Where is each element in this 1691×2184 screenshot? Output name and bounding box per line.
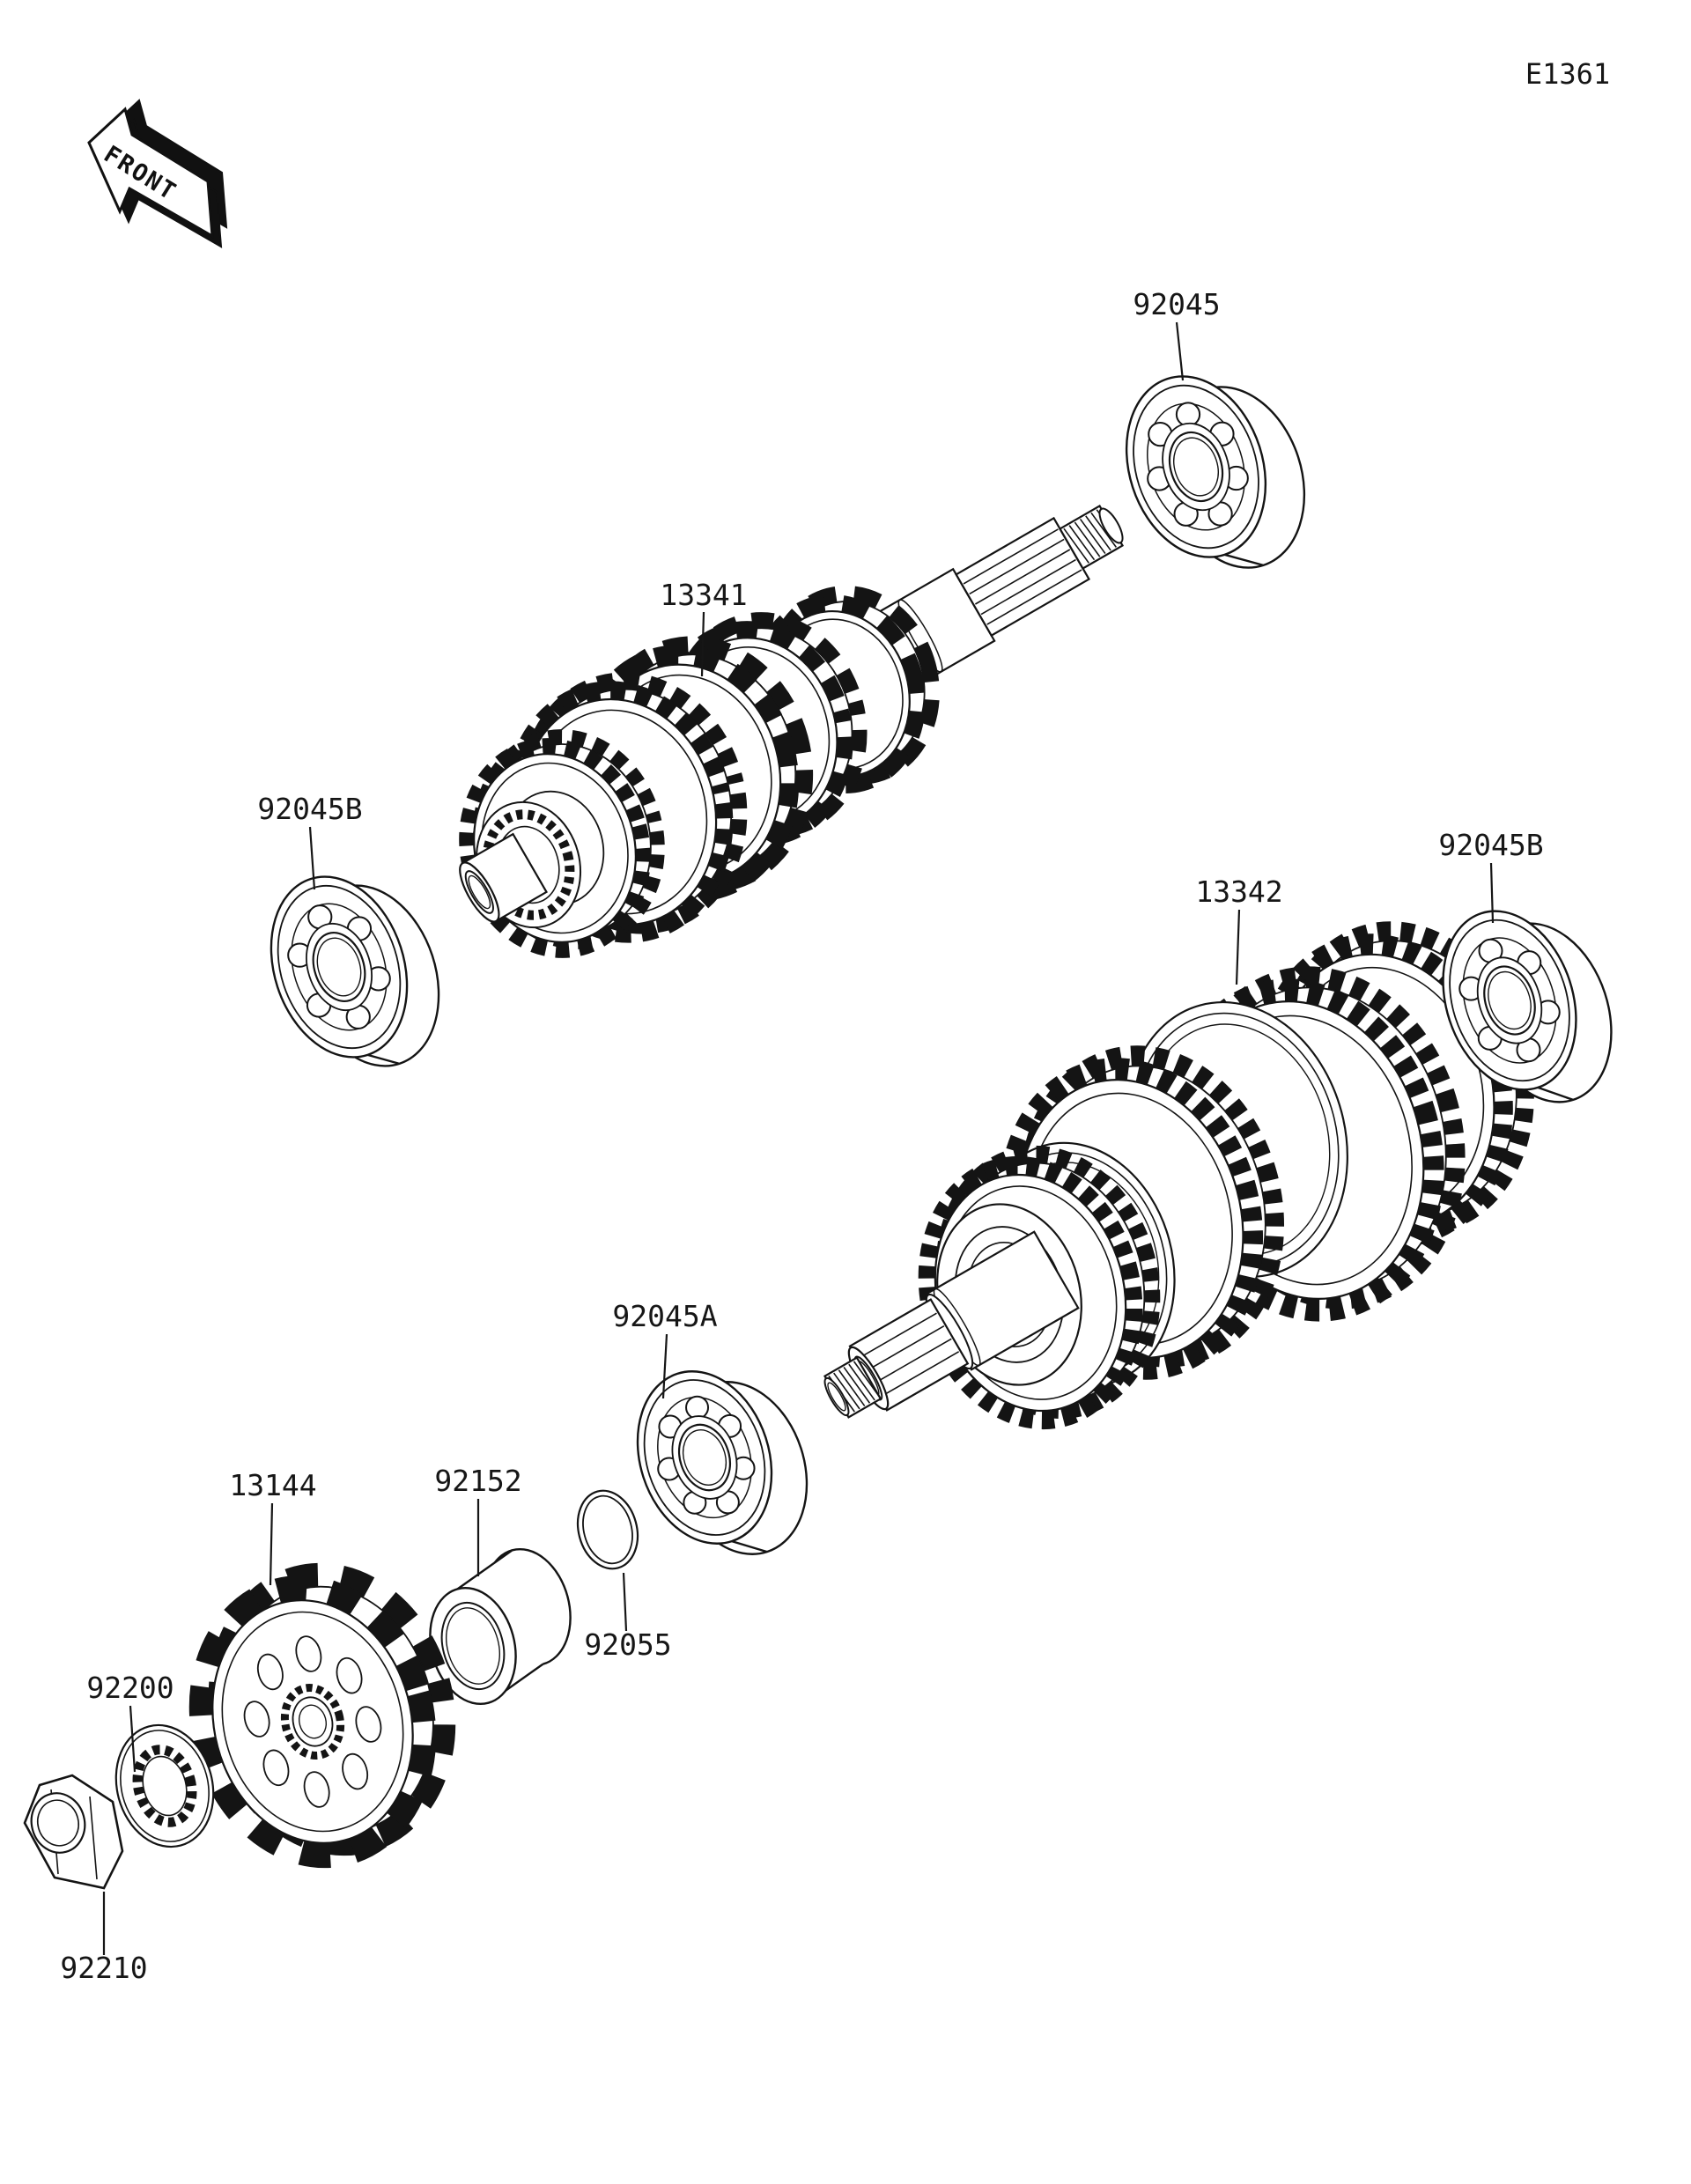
bearing-92045a	[636, 1370, 809, 1555]
output-shaft-threaded-tip	[823, 1356, 882, 1419]
label-92045: 92045	[1133, 287, 1220, 321]
sprocket-13144	[188, 1562, 456, 1869]
leader-92045	[1175, 321, 1185, 381]
label-92152: 92152	[434, 1464, 521, 1498]
label-13341: 13341	[660, 578, 747, 612]
leader-92045b-left	[308, 826, 316, 890]
leader-13342	[1235, 909, 1241, 985]
label-92045a: 92045A	[612, 1299, 717, 1333]
bearing-92045b-left	[270, 875, 440, 1067]
oring-92055	[576, 1489, 639, 1570]
part-labels: 92045 13341 92045B 13342 92045B 92045A 1…	[60, 287, 1543, 1985]
bearing-92045	[1125, 375, 1306, 569]
page-code: E1361	[1525, 57, 1610, 91]
leader-92200	[129, 1705, 137, 1773]
label-92045b-right: 92045B	[1438, 828, 1543, 862]
input-shaft-hub	[459, 832, 549, 923]
output-shaft-13342	[823, 921, 1534, 1430]
label-13144: 13144	[229, 1468, 316, 1502]
input-shaft-13341	[459, 504, 1125, 958]
diagram-artwork	[23, 375, 1613, 1890]
label-92055: 92055	[584, 1627, 671, 1662]
nut-92210	[23, 1774, 124, 1890]
leader-92055	[622, 1572, 628, 1632]
label-92200: 92200	[86, 1671, 174, 1705]
leader-92045a	[661, 1333, 668, 1399]
collar-92152	[429, 1547, 572, 1706]
label-92045b-left: 92045B	[257, 792, 362, 826]
front-direction-marker: FRONT	[87, 99, 228, 248]
leader-lines	[102, 321, 1495, 1955]
label-92210: 92210	[60, 1951, 147, 1985]
leader-92045b-right	[1489, 862, 1495, 924]
leader-13144	[269, 1502, 274, 1586]
leader-13341	[700, 611, 705, 677]
label-13342: 13342	[1195, 874, 1282, 909]
front-arrow-face	[87, 107, 214, 239]
washer-92200	[114, 1723, 215, 1848]
bearing-92045b-right	[1442, 910, 1613, 1103]
